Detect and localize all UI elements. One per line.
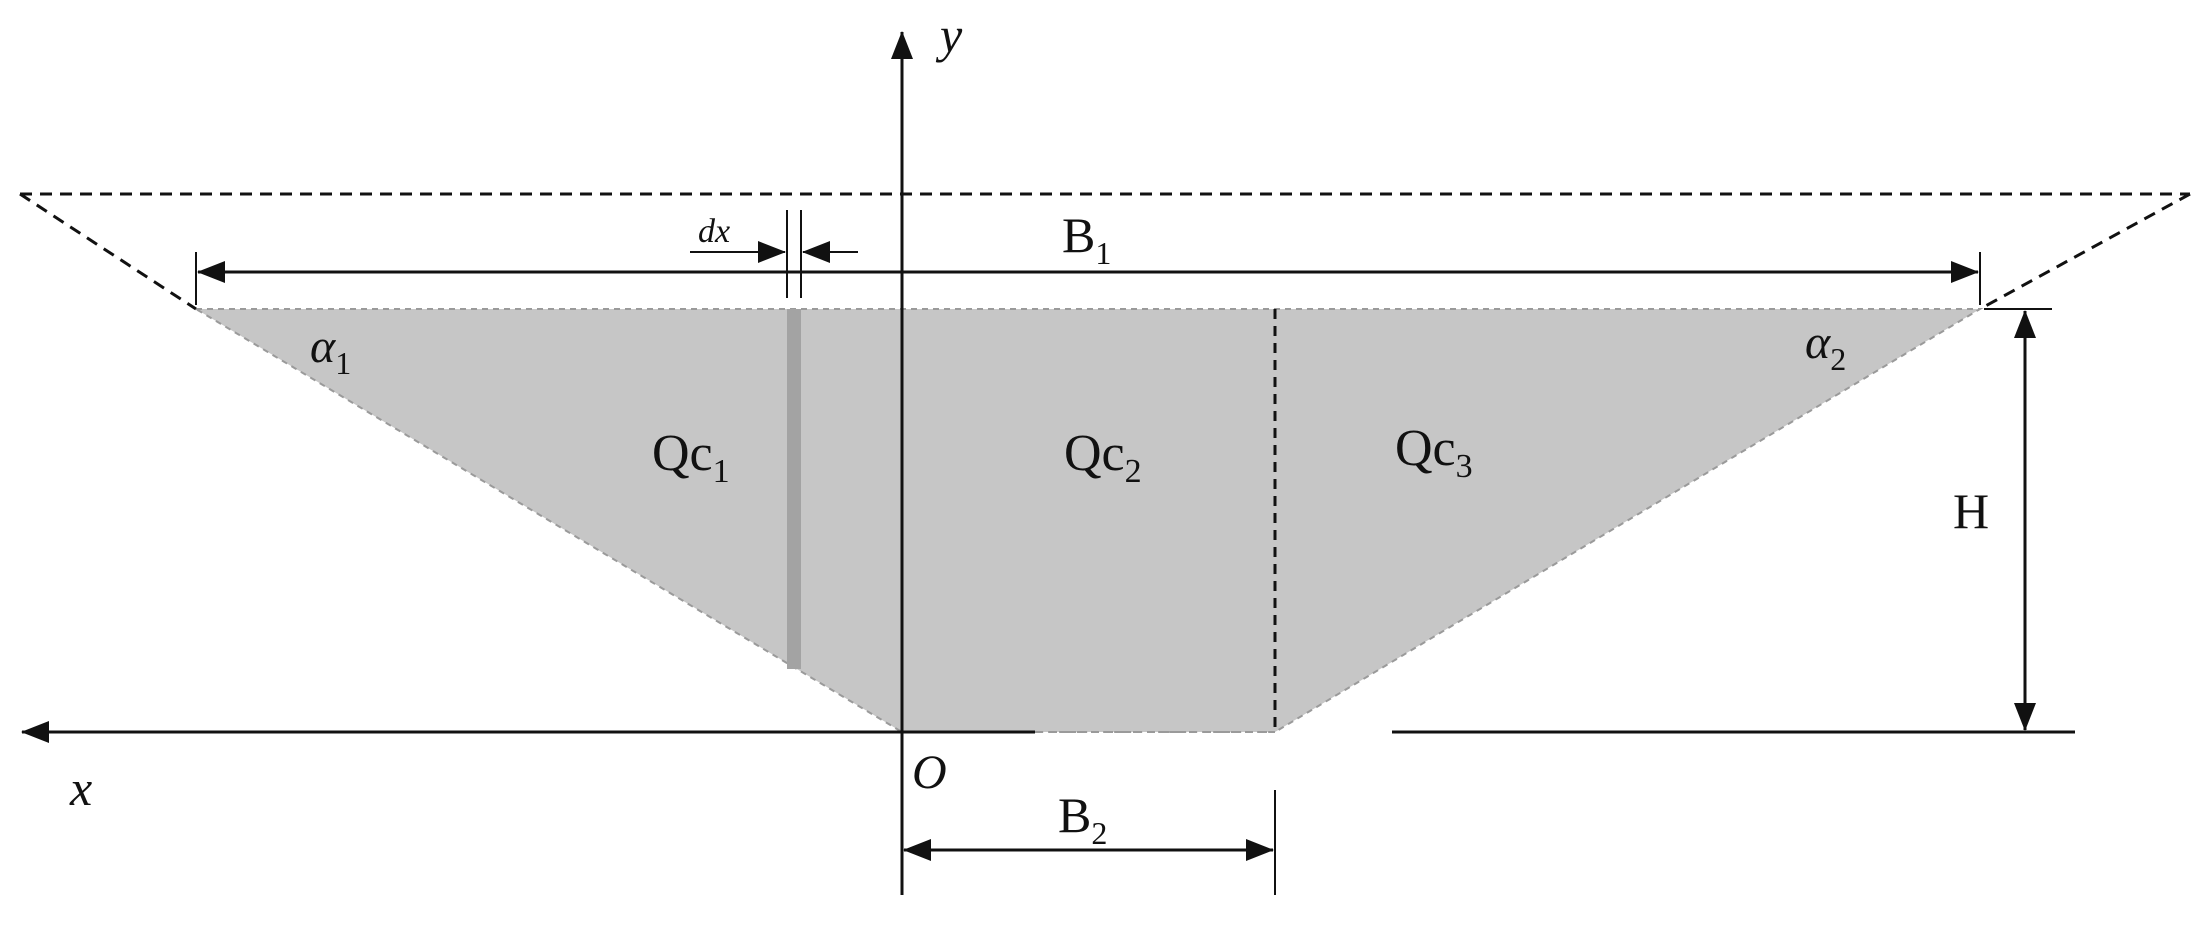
h-label: H <box>1953 483 1989 539</box>
dx-label: dx <box>698 213 730 250</box>
qc2-label: Qc2 <box>1064 425 1142 490</box>
qc3-label: Qc3 <box>1395 420 1473 485</box>
right-bank-extension <box>1979 192 2191 311</box>
alpha2-label: α2 <box>1805 316 1846 377</box>
y-axis-label: y <box>935 7 963 63</box>
x-axis-label: x <box>69 760 92 816</box>
origin-label: O <box>912 746 947 799</box>
qc1-label: Qc1 <box>652 425 730 490</box>
b1-label: B1 <box>1062 207 1111 271</box>
dx-strip <box>787 309 801 669</box>
left-bank-extension <box>19 192 197 311</box>
flow-area <box>192 308 1984 733</box>
alpha1-label: α1 <box>310 320 351 381</box>
b2-label: B2 <box>1058 787 1107 851</box>
